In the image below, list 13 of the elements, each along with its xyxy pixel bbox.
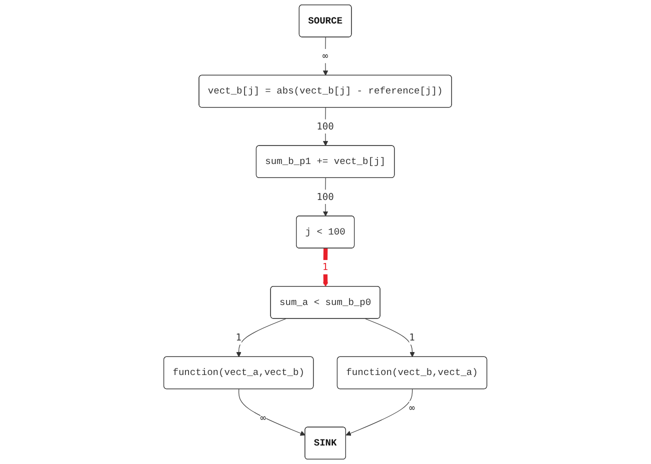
edge-label: 1	[409, 332, 416, 343]
arrow	[236, 318, 286, 358]
edge-label: ∞	[260, 412, 266, 424]
edge-label: ∞	[409, 402, 416, 414]
arrow	[365, 318, 416, 358]
edge-label: 1	[322, 261, 328, 273]
arrow	[323, 36, 328, 76]
edge-label: 100	[316, 120, 334, 132]
edge-label: ∞	[322, 50, 328, 62]
arrow	[238, 388, 306, 436]
edge-label: 100	[316, 190, 334, 202]
edge-label: 1	[236, 332, 242, 343]
arrow	[346, 388, 413, 436]
